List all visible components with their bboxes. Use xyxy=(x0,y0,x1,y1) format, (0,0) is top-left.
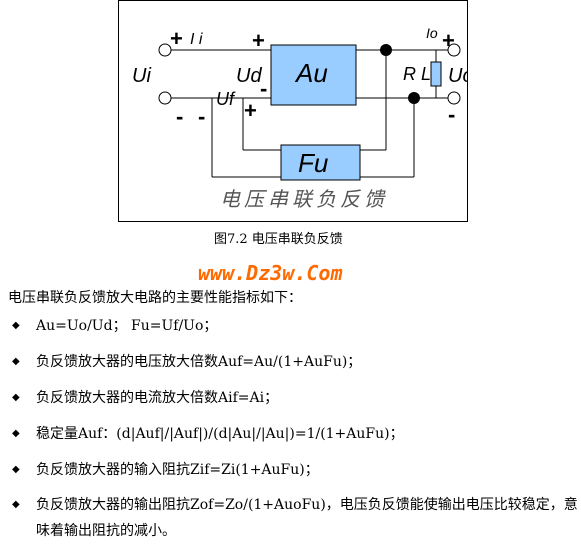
fu-label: Fu xyxy=(298,148,328,178)
bullet-icon: ◆ xyxy=(12,428,20,439)
au-label: Au xyxy=(294,58,328,88)
figure-title: 电压串联负反馈 xyxy=(220,187,388,211)
watermark: www.Dz3w.Com xyxy=(198,261,343,285)
ud-minus: - xyxy=(260,76,267,101)
output-terminal-top xyxy=(447,43,461,57)
list-item: ◆ 负反馈放大器的电压放大倍数Auf=Au/(1+AuFu)； xyxy=(10,348,578,384)
bullet-icon: ◆ xyxy=(12,464,20,475)
uf-plus: + xyxy=(244,98,257,123)
list-item: ◆ 负反馈放大器的输出阻抗Zof=Zo/(1+AuoFu)，电压负反馈能使输出电压… xyxy=(10,492,578,544)
uo-label: Uo xyxy=(448,65,468,87)
io-label: Io xyxy=(426,25,438,41)
bullet-icon: ◆ xyxy=(12,320,20,331)
bullet-icon: ◆ xyxy=(12,356,20,367)
uf-label: Uf xyxy=(216,89,236,109)
uo-plus: + xyxy=(442,28,455,53)
ui-label: Ui xyxy=(132,65,151,87)
output-terminal-bottom xyxy=(447,91,461,105)
input-terminal-top xyxy=(158,43,172,57)
list-item-text: 负反馈放大器的电流放大倍数Aif=Ai； xyxy=(36,390,279,406)
list-item: ◆ 负反馈放大器的电流放大倍数Aif=Ai； xyxy=(10,384,578,420)
junction-top xyxy=(380,44,392,56)
ud-label: Ud xyxy=(236,65,262,87)
junction-bottom xyxy=(408,92,420,104)
figure-caption: 图7.2 电压串联负反馈 xyxy=(214,232,343,247)
ii-label: I i xyxy=(190,31,203,48)
input-minus-2: - xyxy=(198,104,205,129)
load-resistor xyxy=(430,61,442,87)
list-item-text: 负反馈放大器的电压放大倍数Auf=Au/(1+AuFu)； xyxy=(36,354,362,370)
bullet-icon: ◆ xyxy=(12,392,20,403)
metrics-list: ◆ Au=Uo/Ud； Fu=Uf/Uo； ◆ 负反馈放大器的电压放大倍数Auf=A… xyxy=(10,312,578,544)
au-block xyxy=(270,44,357,106)
list-item-text: 负反馈放大器的输出阻抗Zof=Zo/(1+AuoFu)，电压负反馈能使输出电压比… xyxy=(36,497,578,539)
list-item: ◆ Au=Uo/Ud； Fu=Uf/Uo； xyxy=(10,312,578,348)
list-item-text: Au=Uo/Ud； Fu=Uf/Uo； xyxy=(36,318,218,334)
fu-block xyxy=(280,144,361,181)
ud-plus: + xyxy=(252,28,265,53)
ii-plus: + xyxy=(170,26,183,51)
list-item: ◆ 稳定量Auf：(d|Auf|/|Auf|)/(d|Au|/|Au|)=1/(1… xyxy=(10,420,578,456)
bullet-icon: ◆ xyxy=(12,499,20,510)
rl-label: R L xyxy=(403,64,431,84)
list-item-text: 负反馈放大器的输入阻抗Zif=Zi(1+AuFu)； xyxy=(36,462,319,478)
circuit-diagram: Au Fu + I i Ui + Ud - Uf + - - Io + R L … xyxy=(118,0,468,222)
intro-text: 电压串联负反馈放大电路的主要性能指标如下： xyxy=(8,290,302,306)
uo-minus: - xyxy=(448,102,455,127)
list-item: ◆ 负反馈放大器的输入阻抗Zif=Zi(1+AuFu)； xyxy=(10,456,578,492)
input-minus-1: - xyxy=(176,104,183,129)
input-terminal-bottom xyxy=(158,91,172,105)
list-item-text: 稳定量Auf：(d|Auf|/|Auf|)/(d|Au|/|Au|)=1/(1+… xyxy=(36,426,404,442)
